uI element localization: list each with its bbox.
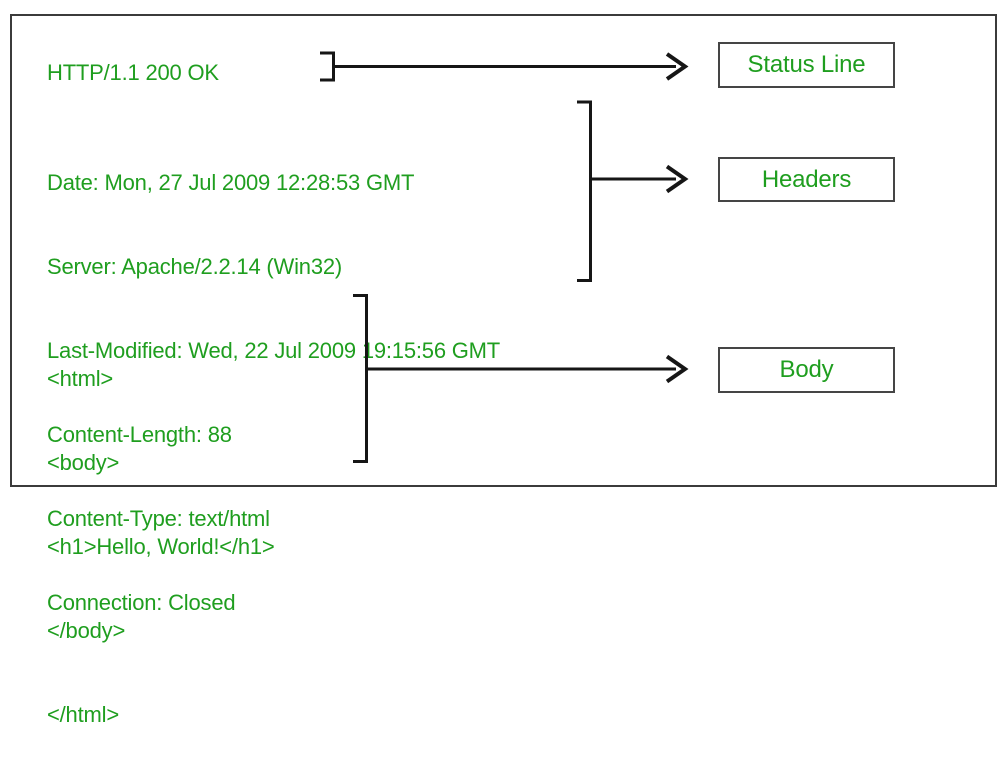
body-line: </body> bbox=[47, 618, 126, 643]
body-label: Body bbox=[779, 356, 834, 383]
body-line: <html> bbox=[47, 366, 114, 391]
body-line: </html> bbox=[47, 702, 119, 727]
diagram-frame bbox=[10, 14, 997, 487]
body-line: <h1>Hello, World!</h1> bbox=[47, 534, 275, 559]
header-line: Date: Mon, 27 Jul 2009 12:28:53 GMT bbox=[47, 170, 415, 195]
headers-label-box: Headers bbox=[718, 157, 895, 202]
header-line: Server: Apache/2.2.14 (Win32) bbox=[47, 254, 343, 279]
status-line-text: HTTP/1.1 200 OK bbox=[47, 60, 219, 85]
body-label-box: Body bbox=[718, 347, 895, 393]
headers-label: Headers bbox=[761, 165, 852, 193]
status-line-label-box: Status Line bbox=[718, 42, 895, 88]
header-line: Last-Modified: Wed, 22 Jul 2009 19:15:56… bbox=[47, 338, 501, 363]
status-line-label: Status Line bbox=[747, 51, 866, 78]
body-block: <html> <body> <h1>Hello, World!</h1> </b… bbox=[47, 309, 275, 757]
body-line: <body> bbox=[47, 450, 120, 475]
header-line: Content-Length: 88 bbox=[47, 422, 232, 447]
